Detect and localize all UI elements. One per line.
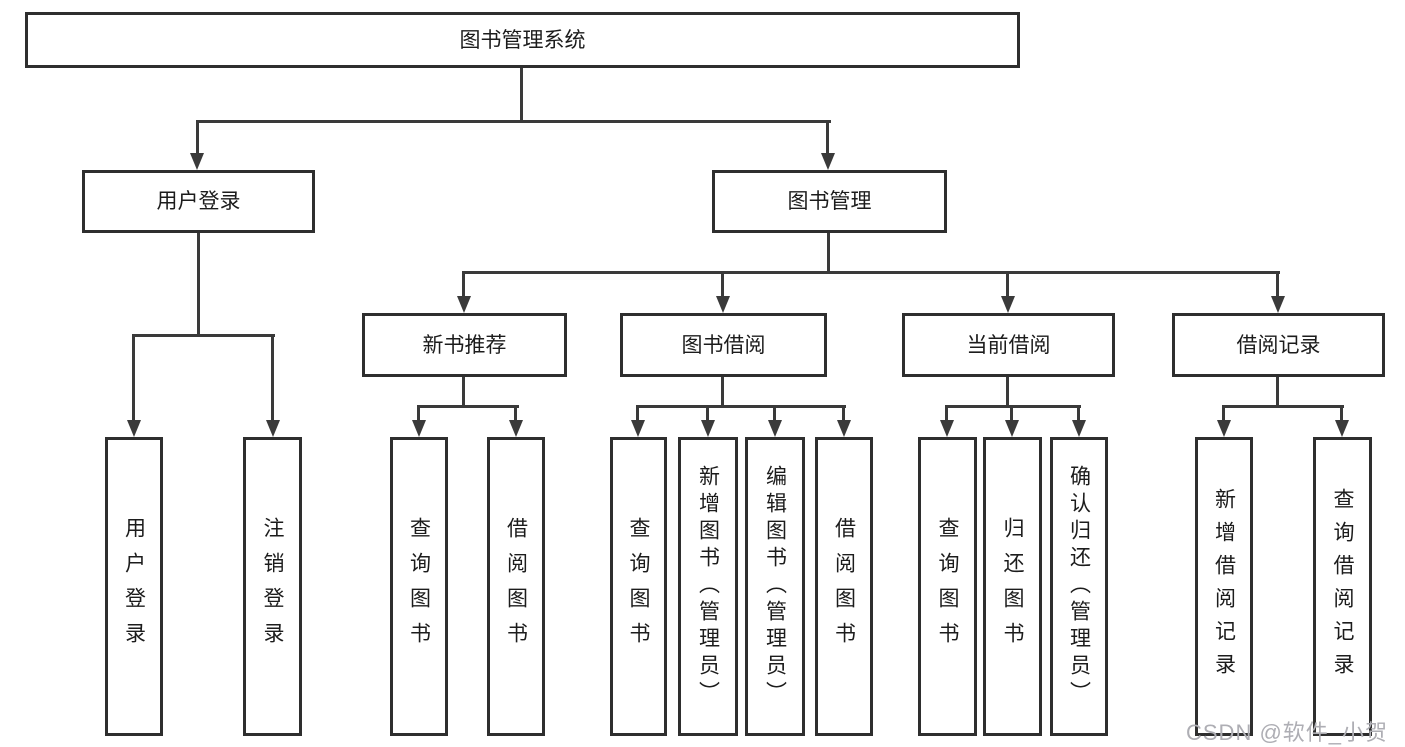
connector-recommend-drop2 bbox=[514, 405, 517, 423]
leaf-add-books-admin-label: 新增图书（管理员） bbox=[696, 465, 720, 708]
leaf-edit-books-admin-label: 编辑图书（管理员） bbox=[763, 465, 787, 708]
leaf-recommend-borrow-books-label: 借阅图书 bbox=[504, 516, 528, 657]
leaf-recommend-query-books: 查询图书 bbox=[390, 437, 448, 736]
connector-userlogin-hline bbox=[132, 334, 275, 337]
connector-recommend-hline bbox=[417, 405, 519, 408]
connector-borrow-drop3 bbox=[773, 405, 776, 423]
connector-userlogin-drop2 bbox=[271, 334, 274, 422]
connector-records-drop2 bbox=[1340, 405, 1343, 423]
arrowhead-down-icon bbox=[190, 153, 204, 170]
arrowhead-down-icon bbox=[127, 420, 141, 437]
connector-root-drop-left bbox=[196, 120, 199, 155]
leaf-return-books-label: 归还图书 bbox=[1001, 516, 1024, 657]
connector-current-hline bbox=[945, 405, 1081, 408]
connector-borrow-drop1 bbox=[636, 405, 639, 423]
node-borrow-records-label: 借阅记录 bbox=[1236, 333, 1321, 357]
arrowhead-down-icon bbox=[509, 420, 523, 437]
connector-borrow-stub bbox=[721, 377, 724, 408]
leaf-borrow-books: 借阅图书 bbox=[815, 437, 873, 736]
leaf-logout-label: 注销登录 bbox=[261, 516, 284, 657]
connector-current-drop2 bbox=[1010, 405, 1013, 423]
leaf-query-borrow-record: 查询借阅记录 bbox=[1313, 437, 1372, 736]
leaf-confirm-return-admin-label: 确认归还（管理员） bbox=[1067, 465, 1091, 708]
connector-records-drop1 bbox=[1222, 405, 1225, 423]
leaf-query-borrow-record-label: 查询借阅记录 bbox=[1331, 487, 1354, 686]
connector-bookmgmt-drop2 bbox=[721, 271, 724, 299]
connector-current-drop3 bbox=[1077, 405, 1080, 423]
arrowhead-down-icon bbox=[701, 420, 715, 437]
arrowhead-down-icon bbox=[1335, 420, 1349, 437]
arrowhead-down-icon bbox=[412, 420, 426, 437]
leaf-add-books-admin: 新增图书（管理员） bbox=[678, 437, 738, 736]
connector-bookmgmt-stub bbox=[827, 233, 830, 274]
arrowhead-down-icon bbox=[837, 420, 851, 437]
csdn-watermark: CSDN @软件_小贺同学 bbox=[1186, 720, 1389, 745]
node-root: 图书管理系统 bbox=[25, 12, 1020, 68]
leaf-recommend-query-books-label: 查询图书 bbox=[407, 516, 431, 657]
leaf-user-login: 用户登录 bbox=[105, 437, 163, 736]
arrowhead-down-icon bbox=[1271, 296, 1285, 313]
connector-recommend-stub bbox=[462, 377, 465, 408]
node-new-book-recommend-label: 新书推荐 bbox=[422, 333, 507, 357]
node-current-borrow-label: 当前借阅 bbox=[966, 333, 1051, 357]
leaf-logout: 注销登录 bbox=[243, 437, 302, 736]
leaf-return-books: 归还图书 bbox=[983, 437, 1042, 736]
connector-current-stub bbox=[1006, 377, 1009, 408]
connector-userlogin-drop1 bbox=[132, 334, 135, 422]
connector-bookmgmt-drop4 bbox=[1276, 271, 1279, 299]
arrowhead-down-icon bbox=[631, 420, 645, 437]
connector-borrow-drop2 bbox=[706, 405, 709, 423]
node-user-login: 用户登录 bbox=[82, 170, 315, 233]
leaf-recommend-borrow-books: 借阅图书 bbox=[487, 437, 545, 736]
leaf-current-query-books: 查询图书 bbox=[918, 437, 977, 736]
connector-bookmgmt-hline bbox=[462, 271, 1280, 274]
arrowhead-down-icon bbox=[457, 296, 471, 313]
node-book-borrow: 图书借阅 bbox=[620, 313, 827, 377]
node-new-book-recommend: 新书推荐 bbox=[362, 313, 567, 377]
arrowhead-down-icon bbox=[1217, 420, 1231, 437]
arrowhead-down-icon bbox=[716, 296, 730, 313]
connector-borrow-drop4 bbox=[842, 405, 845, 423]
connector-current-drop1 bbox=[945, 405, 948, 423]
node-root-label: 图书管理系统 bbox=[459, 28, 586, 52]
node-book-borrow-label: 图书借阅 bbox=[681, 333, 766, 357]
connector-recommend-drop1 bbox=[417, 405, 420, 423]
connector-bookmgmt-drop3 bbox=[1006, 271, 1009, 299]
arrowhead-down-icon bbox=[266, 420, 280, 437]
leaf-borrow-query-books-label: 查询图书 bbox=[627, 516, 650, 657]
node-borrow-records: 借阅记录 bbox=[1172, 313, 1385, 377]
leaf-borrow-books-label: 借阅图书 bbox=[832, 516, 856, 657]
leaf-add-borrow-record-label: 新增借阅记录 bbox=[1212, 487, 1236, 686]
connector-root-drop-right bbox=[826, 120, 829, 155]
arrowhead-down-icon bbox=[1005, 420, 1019, 437]
node-user-login-label: 用户登录 bbox=[156, 190, 241, 213]
connector-records-hline bbox=[1222, 405, 1344, 408]
arrowhead-down-icon bbox=[821, 153, 835, 170]
node-current-borrow: 当前借阅 bbox=[902, 313, 1115, 377]
connector-bookmgmt-drop1 bbox=[462, 271, 465, 299]
connector-root-stub bbox=[520, 68, 523, 123]
leaf-user-login-label: 用户登录 bbox=[122, 516, 146, 657]
leaf-confirm-return-admin: 确认归还（管理员） bbox=[1050, 437, 1108, 736]
connector-userlogin-stub bbox=[197, 233, 200, 337]
leaf-edit-books-admin: 编辑图书（管理员） bbox=[745, 437, 805, 736]
leaf-add-borrow-record: 新增借阅记录 bbox=[1195, 437, 1253, 736]
connector-records-stub bbox=[1276, 377, 1279, 408]
node-book-management: 图书管理 bbox=[712, 170, 947, 233]
connector-borrow-hline bbox=[636, 405, 846, 408]
connector-root-hline bbox=[196, 120, 831, 123]
leaf-borrow-query-books: 查询图书 bbox=[610, 437, 667, 736]
arrowhead-down-icon bbox=[940, 420, 954, 437]
node-book-management-label: 图书管理 bbox=[787, 190, 872, 213]
arrowhead-down-icon bbox=[1001, 296, 1015, 313]
leaf-current-query-books-label: 查询图书 bbox=[936, 516, 959, 657]
arrowhead-down-icon bbox=[1072, 420, 1086, 437]
arrowhead-down-icon bbox=[768, 420, 782, 437]
